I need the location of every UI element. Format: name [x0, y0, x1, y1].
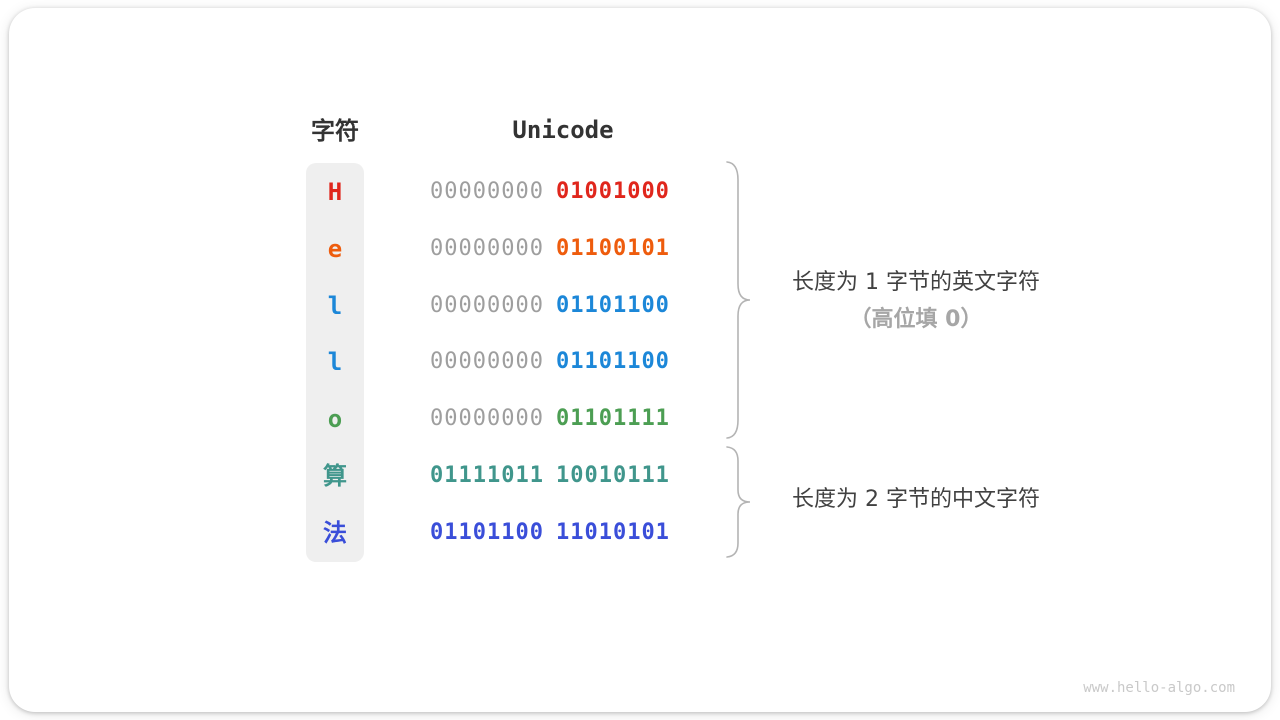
char-cell: l: [327, 348, 343, 376]
unicode-high-byte: 00000000: [430, 179, 544, 204]
column-header-unicode: Unicode: [512, 116, 614, 144]
watermark-url: www.hello-algo.com: [1083, 680, 1235, 696]
unicode-high-byte: 00000000: [430, 236, 544, 261]
table-row: 算 01111011 10010111: [9, 461, 1271, 491]
table-row: 法 01101100 11010101: [9, 518, 1271, 548]
annotation-english-line2: （高位填 0）: [849, 307, 983, 332]
brace-chinese-group: [721, 445, 755, 559]
unicode-low-byte: 01101100: [555, 293, 670, 318]
unicode-low-byte: 01001000: [555, 179, 670, 204]
unicode-low-byte: 01100101: [555, 236, 670, 261]
annotation-chinese-line1: 长度为 2 字节的中文字符: [792, 487, 1040, 512]
unicode-value: 00000000 01101100: [430, 291, 670, 321]
char-cell: l: [327, 292, 343, 320]
annotation-english-line1: 长度为 1 字节的英文字符: [792, 270, 1040, 295]
char-cell: H: [327, 178, 343, 206]
unicode-low-byte: 01101111: [555, 406, 670, 431]
table-row: H 00000000 01001000: [9, 177, 1271, 207]
unicode-value: 00000000 01100101: [430, 234, 670, 264]
brace-english-group: [721, 160, 755, 440]
unicode-value: 00000000 01101111: [430, 404, 670, 434]
unicode-low-byte: 11010101: [555, 520, 670, 545]
char-cell: 法: [323, 519, 347, 547]
unicode-low-byte: 10010111: [555, 463, 670, 488]
unicode-low-byte: 01101100: [555, 349, 670, 374]
char-cell: 算: [323, 462, 347, 490]
unicode-high-byte: 00000000: [430, 349, 544, 374]
char-cell: o: [327, 405, 343, 433]
annotation-english-group: 长度为 1 字节的英文字符 （高位填 0）: [756, 270, 1076, 333]
table-row: l 00000000 01101100: [9, 291, 1271, 321]
unicode-value: 01111011 10010111: [430, 461, 670, 491]
table-row: e 00000000 01100101: [9, 234, 1271, 264]
char-column-background: [306, 163, 364, 562]
unicode-high-byte: 01111011: [430, 463, 544, 488]
unicode-high-byte: 00000000: [430, 406, 544, 431]
annotation-chinese-group: 长度为 2 字节的中文字符: [756, 487, 1076, 513]
unicode-value: 00000000 01101100: [430, 347, 670, 377]
unicode-value: 00000000 01001000: [430, 177, 670, 207]
diagram-card: 字符 Unicode H 00000000 01001000 e 00000000…: [9, 8, 1271, 712]
unicode-high-byte: 00000000: [430, 293, 544, 318]
char-cell: e: [327, 235, 343, 263]
unicode-value: 01101100 11010101: [430, 518, 670, 548]
table-row: l 00000000 01101100: [9, 347, 1271, 377]
table-row: o 00000000 01101111: [9, 404, 1271, 434]
unicode-high-byte: 01101100: [430, 520, 544, 545]
column-header-char: 字符: [311, 117, 359, 145]
